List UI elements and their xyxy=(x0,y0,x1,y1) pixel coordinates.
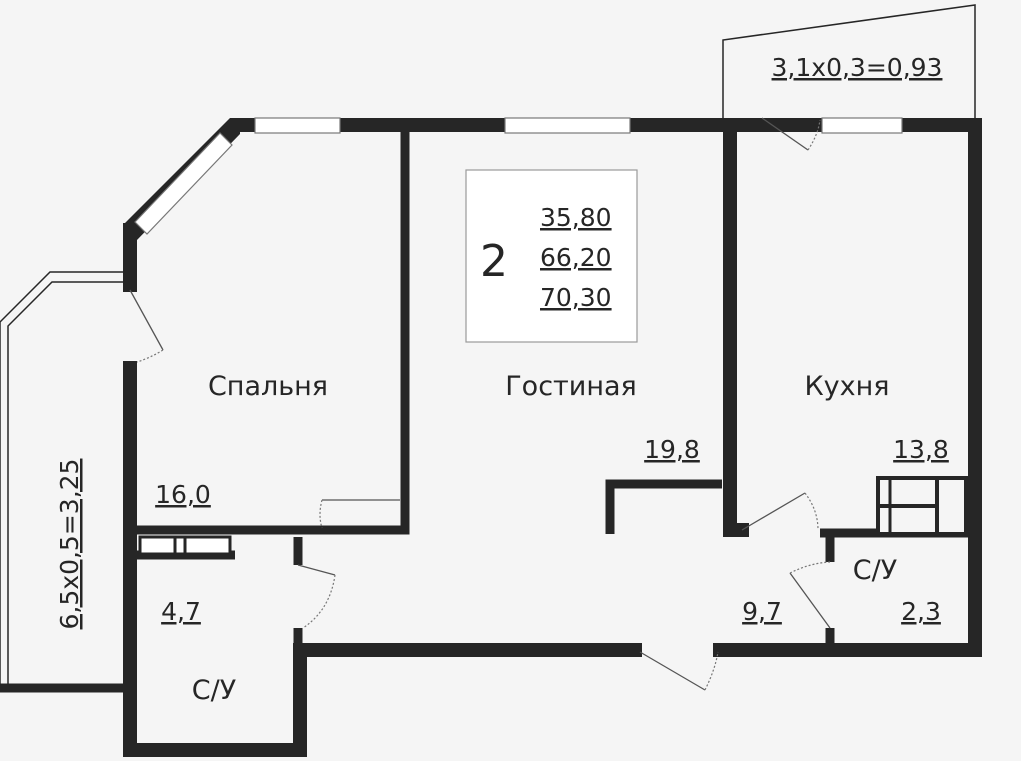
windows xyxy=(134,117,903,235)
walls xyxy=(123,118,982,757)
total-area-with-balconies: 70,30 xyxy=(540,283,612,312)
bedroom-label: Спальня xyxy=(208,371,328,402)
top-balcony-area: 3,1x0,3=0,93 xyxy=(772,53,943,82)
bathroom-1-area: 4,7 xyxy=(161,597,201,626)
bathroom-1-label: С/У xyxy=(192,675,236,706)
storage-units xyxy=(138,476,968,556)
living-area: 35,80 xyxy=(540,203,612,232)
living-room-label: Гостиная xyxy=(505,371,637,402)
bathroom-2-label: С/У xyxy=(853,555,897,586)
rooms-count: 2 xyxy=(480,236,508,287)
bathroom-2-area: 2,3 xyxy=(901,597,941,626)
bedroom-area: 16,0 xyxy=(155,480,211,509)
doors xyxy=(129,117,831,691)
apartment-info-box: 2 35,80 66,20 70,30 xyxy=(465,169,638,343)
hall-area: 9,7 xyxy=(742,597,782,626)
left-balcony xyxy=(0,271,123,693)
living-room-area: 19,8 xyxy=(644,435,700,464)
kitchen-area: 13,8 xyxy=(893,435,949,464)
kitchen-label: Кухня xyxy=(804,371,889,402)
left-balcony-area: 6,5x0,5=3,25 xyxy=(55,459,84,630)
total-area: 66,20 xyxy=(540,243,612,272)
top-balcony xyxy=(722,4,976,118)
